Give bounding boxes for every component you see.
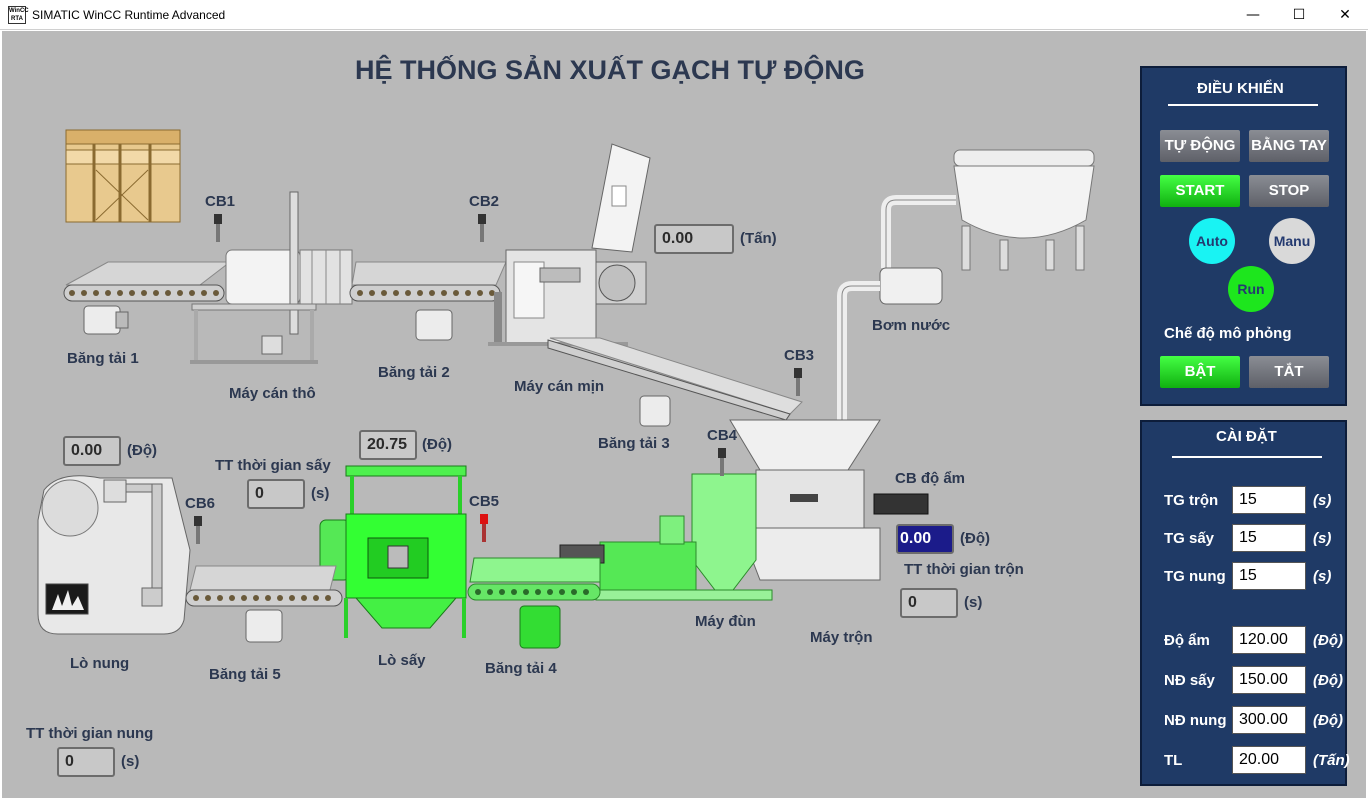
setting-input-mix-time[interactable]: 15 <box>1232 486 1306 514</box>
app-icon-text-bottom: RTA <box>11 16 23 22</box>
conveyor-4-graphic <box>467 557 601 649</box>
dryer-label: Lò sấy <box>378 652 426 669</box>
dry-time-label: TT thời gian sấy <box>215 457 331 474</box>
sensor-cb1-label: CB1 <box>205 193 236 210</box>
conveyor-5-graphic <box>185 565 343 643</box>
water-pump-label: Bơm nước <box>872 317 951 334</box>
settings-panel-divider <box>1172 456 1322 458</box>
conveyor-2-label: Băng tải 2 <box>378 364 450 381</box>
window-titlebar: WinCC RTA SIMATIC WinCC Runtime Advanced… <box>0 0 1368 30</box>
rough-roller-graphic <box>190 191 353 364</box>
fire-time-display: 0 <box>57 747 115 777</box>
setting-unit-dry-time: (s) <box>1313 530 1332 547</box>
control-panel-divider <box>1168 104 1318 106</box>
kiln-label: Lò nung <box>70 655 130 672</box>
conveyor-5-label: Băng tải 5 <box>209 666 281 683</box>
process-graphics <box>37 129 1095 649</box>
sensor-cb5-label: CB5 <box>469 493 500 510</box>
mix-time-display: 0 <box>900 588 958 618</box>
settings-panel-title: CÀI ĐẶT <box>1216 428 1277 445</box>
settings-panel <box>1140 420 1347 786</box>
fire-time-label: TT thời gian nung <box>26 725 154 742</box>
page-title: HỆ THỐNG SẢN XUẤT GẠCH TỰ ĐỘNG <box>355 55 865 85</box>
weight-unit: (Tấn) <box>740 230 777 247</box>
setting-label-mix-time: TG trộn <box>1164 492 1219 509</box>
simulation-off-button[interactable]: TẮT <box>1249 356 1329 388</box>
setting-unit-humidity: (Độ) <box>1313 632 1343 649</box>
sensor-cb3-label: CB3 <box>784 347 815 364</box>
dryer-graphic <box>319 465 467 638</box>
mix-time-label: TT thời gian trộn <box>904 561 1024 578</box>
humidity-sensor-label: CB độ ẩm <box>895 470 966 487</box>
setting-input-dry-temp[interactable]: 150.00 <box>1232 666 1306 694</box>
mixer-label: Máy trộn <box>810 629 873 646</box>
dry-time-display: 0 <box>247 479 305 509</box>
conveyor-1-label: Băng tải 1 <box>67 350 139 367</box>
wincc-app-icon: WinCC RTA <box>8 6 29 24</box>
weight-display: 0.00 <box>654 224 734 254</box>
hmi-canvas <box>2 31 1366 798</box>
auto-mode-button[interactable]: TỰ ĐỘNG <box>1160 130 1240 162</box>
kiln-graphic <box>37 475 191 635</box>
setting-label-weight: TL <box>1164 752 1183 769</box>
control-panel <box>1140 66 1347 406</box>
setting-unit-fire-temp: (Độ) <box>1313 712 1343 729</box>
setting-unit-dry-temp: (Độ) <box>1313 672 1343 689</box>
kiln-temp-unit: (Độ) <box>127 442 157 459</box>
water-tank-graphic <box>837 149 1095 420</box>
close-button[interactable]: ✕ <box>1339 7 1351 23</box>
control-panel-title: ĐIỀU KHIỂN <box>1197 80 1284 97</box>
conveyor-4-label: Băng tải 4 <box>485 660 557 677</box>
sensor-cb2-label: CB2 <box>469 193 500 210</box>
extruder-label: Máy đùn <box>695 613 756 630</box>
minimize-button[interactable]: — <box>1246 7 1260 23</box>
setting-unit-mix-time: (s) <box>1313 492 1332 509</box>
setting-input-humidity[interactable]: 120.00 <box>1232 626 1306 654</box>
sensor-cb6-label: CB6 <box>185 495 216 512</box>
dryer-temp-display: 20.75 <box>359 430 417 460</box>
manu-indicator-lamp: Manu <box>1269 218 1315 264</box>
maximize-button[interactable]: ☐ <box>1292 7 1306 23</box>
kiln-temp-display: 0.00 <box>63 436 121 466</box>
fire-time-unit: (s) <box>121 753 140 770</box>
setting-label-fire-temp: NĐ nung <box>1164 712 1227 729</box>
simulation-on-button[interactable]: BẬT <box>1160 356 1240 388</box>
dry-time-unit: (s) <box>311 485 330 502</box>
dryer-temp-unit: (Độ) <box>422 436 452 453</box>
clay-hopper <box>65 129 181 223</box>
sensor-cb4-label: CB4 <box>707 427 738 444</box>
stop-button[interactable]: STOP <box>1249 175 1329 207</box>
start-button[interactable]: START <box>1160 175 1240 207</box>
mix-time-unit: (s) <box>964 594 983 611</box>
conveyor-1-graphic <box>63 261 232 335</box>
rough-roller-label: Máy cán thô <box>229 385 316 402</box>
extruder-graphic <box>559 473 773 601</box>
setting-label-humidity: Độ ẩm <box>1164 632 1210 649</box>
humidity-display[interactable]: 0.00 <box>896 524 954 554</box>
setting-input-dry-time[interactable]: 15 <box>1232 524 1306 552</box>
setting-input-fire-temp[interactable]: 300.00 <box>1232 706 1306 734</box>
setting-label-dry-temp: NĐ sấy <box>1164 672 1215 689</box>
conveyor-3-graphic <box>547 337 803 427</box>
run-indicator-lamp: Run <box>1228 266 1274 312</box>
conveyor-3-label: Băng tải 3 <box>598 435 670 452</box>
simulation-mode-label: Chế độ mô phỏng <box>1164 325 1292 342</box>
auto-indicator-lamp: Auto <box>1189 218 1235 264</box>
setting-input-fire-time[interactable]: 15 <box>1232 562 1306 590</box>
setting-input-weight[interactable]: 20.00 <box>1232 746 1306 774</box>
setting-unit-weight: (Tấn) <box>1313 752 1350 769</box>
setting-unit-fire-time: (s) <box>1313 568 1332 585</box>
manual-mode-button[interactable]: BẰNG TAY <box>1249 130 1329 162</box>
window-title: SIMATIC WinCC Runtime Advanced <box>32 8 226 22</box>
fine-roller-label: Máy cán mịn <box>514 378 605 395</box>
setting-label-dry-time: TG sấy <box>1164 530 1215 547</box>
setting-label-fire-time: TG nung <box>1164 568 1226 585</box>
fine-roller-graphic <box>488 143 651 346</box>
humidity-unit: (Độ) <box>960 530 990 547</box>
conveyor-2-graphic <box>349 261 507 341</box>
sensor-symbols <box>194 214 802 544</box>
app-icon-text-top: WinCC <box>9 8 29 14</box>
mixer-graphic <box>729 419 929 581</box>
